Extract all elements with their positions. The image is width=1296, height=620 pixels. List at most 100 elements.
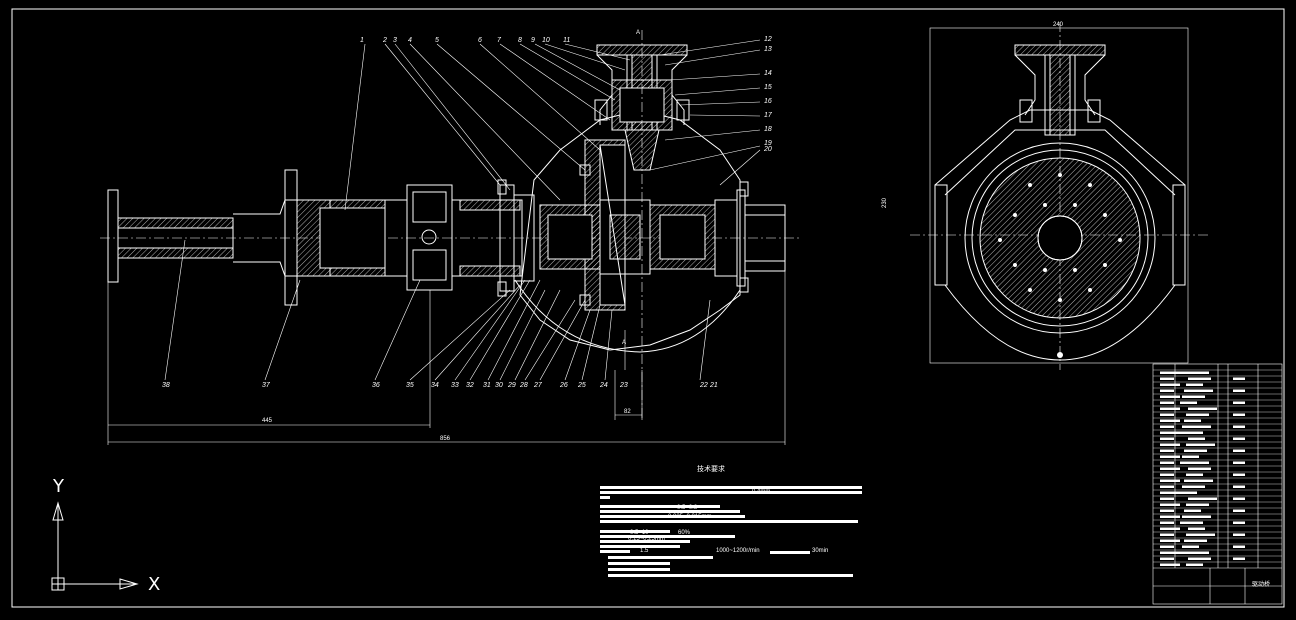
balloon-bottom-15: 23 bbox=[620, 382, 628, 389]
title-block-cell-text bbox=[1180, 551, 1209, 554]
title-block-cell-text bbox=[1182, 485, 1205, 488]
title-block-cell-text bbox=[1233, 557, 1245, 560]
title-block-cell-text bbox=[1180, 491, 1197, 494]
title-block-cell-text bbox=[1160, 497, 1174, 500]
title-block-cell-text bbox=[1233, 473, 1245, 476]
title-block-rows bbox=[1153, 369, 1282, 563]
side-view bbox=[910, 22, 1210, 370]
dimension-82: 82 bbox=[624, 409, 631, 415]
title-block-cell-text bbox=[1233, 509, 1245, 512]
leader-lines-top bbox=[344, 43, 631, 211]
title-block-cell-text bbox=[1160, 551, 1180, 554]
balloon-bottom-1: 37 bbox=[262, 382, 270, 389]
balloon-top-1: 2 bbox=[383, 37, 387, 44]
title-block-fill bbox=[1160, 371, 1245, 566]
title-block-cell-text bbox=[1188, 377, 1211, 380]
balloon-top-6: 7 bbox=[497, 37, 501, 44]
title-block-cell-text bbox=[1160, 395, 1180, 398]
balloon-right-5: 17 bbox=[764, 112, 772, 119]
title-block-cell-text bbox=[1160, 437, 1174, 440]
req-fragment-8b: 1000~1200r/min bbox=[716, 548, 760, 554]
title-block-cell-text bbox=[1184, 509, 1201, 512]
title-block-cell-text bbox=[1233, 485, 1245, 488]
title-block-cell-text bbox=[1160, 521, 1174, 524]
balloon-bottom-2: 36 bbox=[372, 382, 380, 389]
title-block-cell-text bbox=[1160, 449, 1174, 452]
title-block-cell-text bbox=[1186, 503, 1209, 506]
main-section-view bbox=[100, 30, 800, 420]
balloon-bottom-3: 35 bbox=[406, 382, 414, 389]
balloon-bottom-4: 34 bbox=[431, 382, 439, 389]
side-view-holes bbox=[998, 173, 1122, 358]
balloon-top-5: 6 bbox=[478, 37, 482, 44]
req-fragment-5: 0.5~10 bbox=[630, 530, 649, 536]
section-marker-a-top: A bbox=[636, 30, 641, 36]
req-fragment-8c: 30min bbox=[812, 548, 829, 554]
title-block-cell-text bbox=[1186, 533, 1215, 536]
balloon-top-7: 8 bbox=[518, 37, 522, 44]
title-block-cell-text bbox=[1233, 521, 1245, 524]
title-block-cell-text bbox=[1160, 455, 1180, 458]
title-block-cell-text bbox=[1160, 389, 1174, 392]
balloon-right-8: 20 bbox=[764, 146, 772, 153]
title-block-cell-text bbox=[1186, 563, 1203, 566]
balloon-right-3: 15 bbox=[764, 84, 772, 91]
balloon-bottom-10: 28 bbox=[520, 382, 528, 389]
balloon-bottom-13: 25 bbox=[578, 382, 586, 389]
title-block-cell-text bbox=[1233, 425, 1245, 428]
balloon-top-8: 9 bbox=[531, 37, 535, 44]
title-block-cell-text bbox=[1160, 563, 1180, 566]
title-block-cell-text bbox=[1160, 473, 1174, 476]
title-block-cell-text bbox=[1160, 515, 1180, 518]
title-block-cell-text bbox=[1233, 437, 1245, 440]
title-block-cell-text bbox=[1186, 413, 1209, 416]
title-block-cell-text bbox=[1160, 485, 1174, 488]
title-block-cell-text bbox=[1160, 467, 1180, 470]
dimension-240: 240 bbox=[1053, 22, 1064, 28]
title-block-cell-text bbox=[1188, 437, 1205, 440]
req-fragment-5b: 60% bbox=[678, 530, 691, 536]
title-block-cell-text bbox=[1160, 371, 1180, 374]
title-block-cell-text bbox=[1160, 479, 1180, 482]
title-block-cell-text bbox=[1184, 419, 1201, 422]
balloon-right-4: 16 bbox=[764, 98, 772, 105]
title-block-cell-text bbox=[1233, 449, 1245, 452]
dimension-side-height: 230 bbox=[882, 197, 889, 209]
title-block-cell-text bbox=[1160, 419, 1180, 422]
title-block-cell-text bbox=[1184, 479, 1213, 482]
title-block-cell-text bbox=[1233, 413, 1245, 416]
balloon-top-4: 5 bbox=[435, 37, 439, 44]
title-block-cell-text bbox=[1160, 545, 1174, 548]
balloon-bottom-8: 30 bbox=[495, 382, 503, 389]
title-block-cell-text bbox=[1182, 515, 1211, 518]
title-block-cell-text bbox=[1184, 449, 1207, 452]
title-block-cell-text bbox=[1160, 377, 1174, 380]
balloon-bottom-5: 33 bbox=[451, 382, 459, 389]
title-block-cell-text bbox=[1182, 425, 1211, 428]
title-block-cell-text bbox=[1188, 527, 1205, 530]
title-block-cell-text bbox=[1188, 497, 1217, 500]
balloon-bottom-14: 24 bbox=[600, 382, 608, 389]
balloon-right-0: 12 bbox=[764, 36, 772, 43]
balloon-top-9: 10 bbox=[542, 37, 550, 44]
title-block-cell-text bbox=[1160, 461, 1174, 464]
title-block-cell-text bbox=[1180, 521, 1203, 524]
balloon-top-0: 1 bbox=[360, 37, 364, 44]
sheet-border bbox=[11, 8, 1285, 608]
section-marker-a-bottom: A bbox=[622, 340, 627, 346]
balloon-bottom-11: 27 bbox=[534, 382, 542, 389]
title-block-cell-text bbox=[1160, 539, 1180, 542]
leader-lines-bottom bbox=[164, 239, 711, 381]
req-fragment-1: 0.4mm bbox=[752, 489, 771, 495]
req-fragment-4: 0.025~0.015mm bbox=[668, 514, 712, 520]
technical-requirements-title: 技术要求 bbox=[697, 465, 725, 473]
balloon-bottom-0: 38 bbox=[162, 382, 170, 389]
balloon-bottom-9: 29 bbox=[508, 382, 516, 389]
title-block-cell-text bbox=[1160, 425, 1174, 428]
balloon-bottom-16: 22 bbox=[700, 382, 708, 389]
balloon-right-7: 19 bbox=[764, 140, 772, 147]
dimension-lines bbox=[107, 271, 786, 445]
title-block-cell-text bbox=[1160, 431, 1180, 434]
dimension-445: 445 bbox=[262, 418, 273, 424]
drawing-name: 驱动桥 bbox=[1252, 581, 1271, 588]
